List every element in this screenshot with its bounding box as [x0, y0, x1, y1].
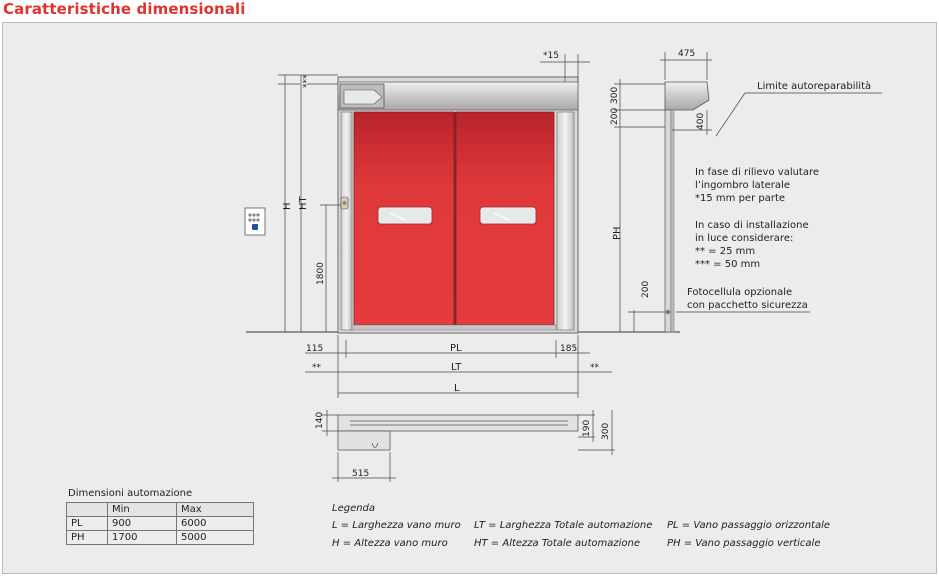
table-header-cell: [66, 502, 108, 517]
legend-item: PL = Vano passaggio orizzontale: [667, 520, 831, 531]
plan-view: [337, 414, 579, 451]
table-header-cell: Max: [176, 502, 254, 517]
dim-200: 200: [610, 108, 620, 125]
note-relief-line: l’ingombro laterale: [695, 180, 790, 191]
side-view: [664, 81, 710, 333]
bottom-edge: [351, 324, 557, 331]
note-install-line: *** = 50 mm: [695, 259, 761, 270]
table-cell: PH: [66, 530, 108, 545]
dim-stars2-right: **: [590, 363, 600, 373]
dim-115: 115: [306, 344, 323, 354]
dim-stars3: ***: [302, 74, 312, 88]
dim-pl: PL: [450, 343, 462, 354]
legend-item: HT = Altezza Totale automazione: [474, 538, 641, 549]
dim-300b: 300: [601, 423, 611, 440]
dim-1800: 1800: [316, 262, 326, 285]
dim-ht: HT: [298, 195, 309, 210]
dim-300: 300: [610, 87, 620, 104]
dim-475: 475: [678, 49, 695, 59]
note-limit: Limite autoreparabilità: [757, 81, 872, 92]
right-post: [556, 111, 575, 331]
dim-190: 190: [582, 420, 592, 437]
page-title: Caratteristiche dimensionali: [3, 0, 246, 18]
legend-item: PH = Vano passaggio verticale: [667, 538, 821, 549]
dim-400: 400: [696, 113, 706, 130]
table-row: PH 1700 5000: [66, 530, 254, 545]
note-relief-line: In fase di rilievo valutare: [695, 167, 820, 178]
note-install-line: in luce considerare:: [695, 233, 794, 244]
dim-star15: *15: [543, 51, 559, 61]
note-install-line: ** = 25 mm: [695, 246, 756, 257]
dimensions-table: Min Max PL 900 6000 PH 1700 5000: [66, 502, 254, 545]
dim-200b: 200: [641, 281, 651, 298]
control-box-icon: [244, 207, 266, 236]
note-photocell-line: con pacchetto sicurezza: [687, 300, 808, 311]
dim-l: L: [454, 383, 460, 394]
dim-h: H: [282, 202, 293, 210]
table-title: Dimensioni automazione: [68, 488, 193, 499]
dim-lt: LT: [451, 362, 462, 373]
legend-title: Legenda: [332, 503, 376, 514]
note-install: In caso di installazione in luce conside…: [695, 219, 809, 271]
dim-515: 515: [352, 469, 369, 479]
note-install-line: In caso di installazione: [695, 220, 809, 231]
dim-ph: PH: [612, 226, 623, 240]
dim-185: 185: [560, 344, 577, 354]
window-left: [377, 206, 433, 225]
legend-item: H = Altezza vano muro: [332, 538, 448, 549]
dim-stars2-left: **: [312, 363, 322, 373]
table-row: PL 900 6000: [66, 516, 254, 531]
table-cell: 900: [107, 516, 177, 531]
table-cell: 1700: [107, 530, 177, 545]
note-photocell: Fotocellula opzionale con pacchetto sicu…: [687, 286, 808, 312]
table-cell: 6000: [176, 516, 254, 531]
table-header-cell: Min: [107, 502, 177, 517]
note-relief-line: *15 mm per parte: [695, 193, 786, 204]
table-cell: 5000: [176, 530, 254, 545]
window-right: [479, 206, 537, 225]
table-cell: PL: [66, 516, 108, 531]
legend-item: LT = Larghezza Totale automazione: [474, 520, 653, 531]
legend-item: L = Larghezza vano muro: [332, 520, 461, 531]
note-photocell-line: Fotocellula opzionale: [687, 287, 793, 298]
left-post: [340, 111, 353, 331]
note-relief: In fase di rilievo valutare l’ingombro l…: [695, 166, 819, 205]
table-header-row: Min Max: [66, 502, 254, 517]
dim-140: 140: [315, 412, 325, 429]
